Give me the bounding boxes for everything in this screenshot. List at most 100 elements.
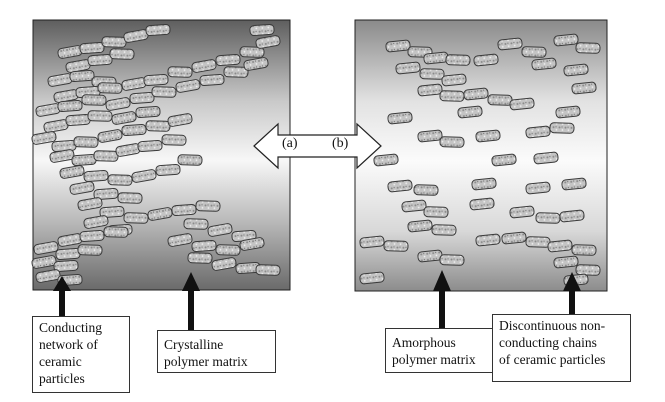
- ceramic-particle: [387, 179, 413, 193]
- ceramic-particle: [359, 235, 385, 249]
- ceramic-particle: [487, 94, 513, 106]
- ceramic-particle: [407, 219, 433, 233]
- ceramic-particle: [571, 81, 597, 95]
- ceramic-particle: [571, 244, 597, 256]
- ceramic-particle: [439, 136, 465, 148]
- ceramic-particle: [97, 82, 123, 94]
- ceramic-particle: [549, 122, 575, 134]
- ceramic-particle: [167, 66, 193, 78]
- ceramic-particle: [129, 91, 155, 105]
- ceramic-particle: [111, 111, 137, 125]
- ceramic-particle: [107, 174, 133, 186]
- ceramic-particle: [395, 61, 421, 75]
- ceramic-particle: [121, 123, 147, 137]
- ceramic-particle: [87, 110, 113, 122]
- ceramic-particle: [547, 239, 573, 253]
- ceramic-particle: [423, 51, 449, 65]
- ceramic-particle: [183, 218, 209, 230]
- ceramic-particle: [31, 255, 57, 269]
- ceramic-particle: [563, 63, 589, 77]
- ceramic-particle: [491, 153, 517, 167]
- ceramic-particle: [79, 229, 105, 243]
- ceramic-particle: [475, 233, 501, 247]
- ceramic-particle: [211, 257, 237, 271]
- ceramic-particle: [419, 68, 445, 80]
- ceramic-particle: [457, 105, 483, 119]
- ceramic-particle: [553, 255, 579, 269]
- particles-left-group: [31, 23, 281, 287]
- ceramic-particle: [497, 37, 523, 51]
- ceramic-particle: [99, 205, 125, 219]
- ceramic-particle: [199, 73, 225, 87]
- double-arrow: [253, 122, 382, 170]
- ceramic-particle: [191, 59, 217, 73]
- ceramic-particle: [109, 48, 135, 60]
- ceramic-particle: [57, 99, 83, 113]
- ceramic-particle: [469, 197, 495, 211]
- particles-right-group: [359, 33, 601, 287]
- ceramic-particle: [387, 111, 413, 125]
- ceramic-particle: [167, 233, 193, 247]
- pointer-arrow-crystalline: [182, 272, 200, 330]
- ceramic-particle: [555, 105, 581, 119]
- ceramic-particle: [417, 129, 443, 143]
- ceramic-particle: [401, 199, 427, 213]
- ceramic-particle: [553, 33, 579, 47]
- ceramic-particle: [123, 212, 149, 224]
- ceramic-particle: [359, 271, 385, 285]
- ceramic-particle: [59, 165, 85, 179]
- ceramic-particle: [155, 163, 181, 177]
- ceramic-particle: [385, 39, 411, 53]
- ceramic-particle: [575, 264, 601, 276]
- pointer-arrow-amorphous: [433, 270, 451, 328]
- ceramic-particle: [83, 169, 109, 183]
- ceramic-particle: [49, 149, 75, 163]
- ceramic-particle: [525, 181, 551, 195]
- ceramic-particle: [215, 244, 241, 256]
- ceramic-particle: [501, 231, 527, 245]
- ceramic-particle: [535, 212, 561, 224]
- ceramic-particle: [143, 73, 169, 87]
- ceramic-particle: [77, 197, 103, 211]
- ceramic-particle: [35, 269, 61, 283]
- ceramic-particle: [473, 53, 499, 67]
- ceramic-particle: [509, 205, 535, 219]
- panel-b-label: (b): [332, 136, 349, 151]
- panel-a-label: (a): [282, 136, 298, 151]
- ceramic-particle: [223, 66, 249, 78]
- ceramic-particle: [239, 237, 265, 251]
- ceramic-particle: [187, 252, 213, 264]
- ceramic-particle: [445, 54, 471, 66]
- label-conducting-network: Conducting network of ceramic particles: [32, 316, 130, 393]
- ceramic-particle: [77, 244, 103, 256]
- ceramic-particle: [145, 23, 171, 37]
- ceramic-particle: [93, 187, 119, 201]
- ceramic-particle: [71, 153, 97, 167]
- ceramic-particle: [31, 131, 57, 145]
- ceramic-particle: [55, 247, 81, 261]
- ceramic-particle: [255, 35, 281, 49]
- ceramic-particle: [65, 113, 91, 127]
- ceramic-particle: [83, 215, 109, 229]
- ceramic-particle: [525, 125, 551, 139]
- ceramic-particle: [441, 73, 467, 87]
- ceramic-particle: [105, 97, 131, 111]
- ceramic-particle: [533, 151, 559, 165]
- ceramic-particle: [255, 264, 281, 276]
- ceramic-particle: [103, 226, 129, 238]
- ceramic-particle: [215, 53, 241, 67]
- ceramic-particle: [521, 46, 547, 58]
- ceramic-particle: [87, 53, 113, 67]
- ceramic-particle: [471, 177, 497, 191]
- ceramic-particle: [33, 241, 59, 255]
- ceramic-particle: [249, 23, 275, 37]
- ceramic-particle: [525, 236, 551, 248]
- ceramic-particle: [373, 153, 399, 167]
- ceramic-particle: [191, 239, 217, 253]
- ceramic-particle: [239, 46, 265, 58]
- ceramic-particle: [383, 240, 409, 252]
- ceramic-particle: [195, 200, 221, 212]
- pointer-arrow-conducting: [53, 276, 71, 316]
